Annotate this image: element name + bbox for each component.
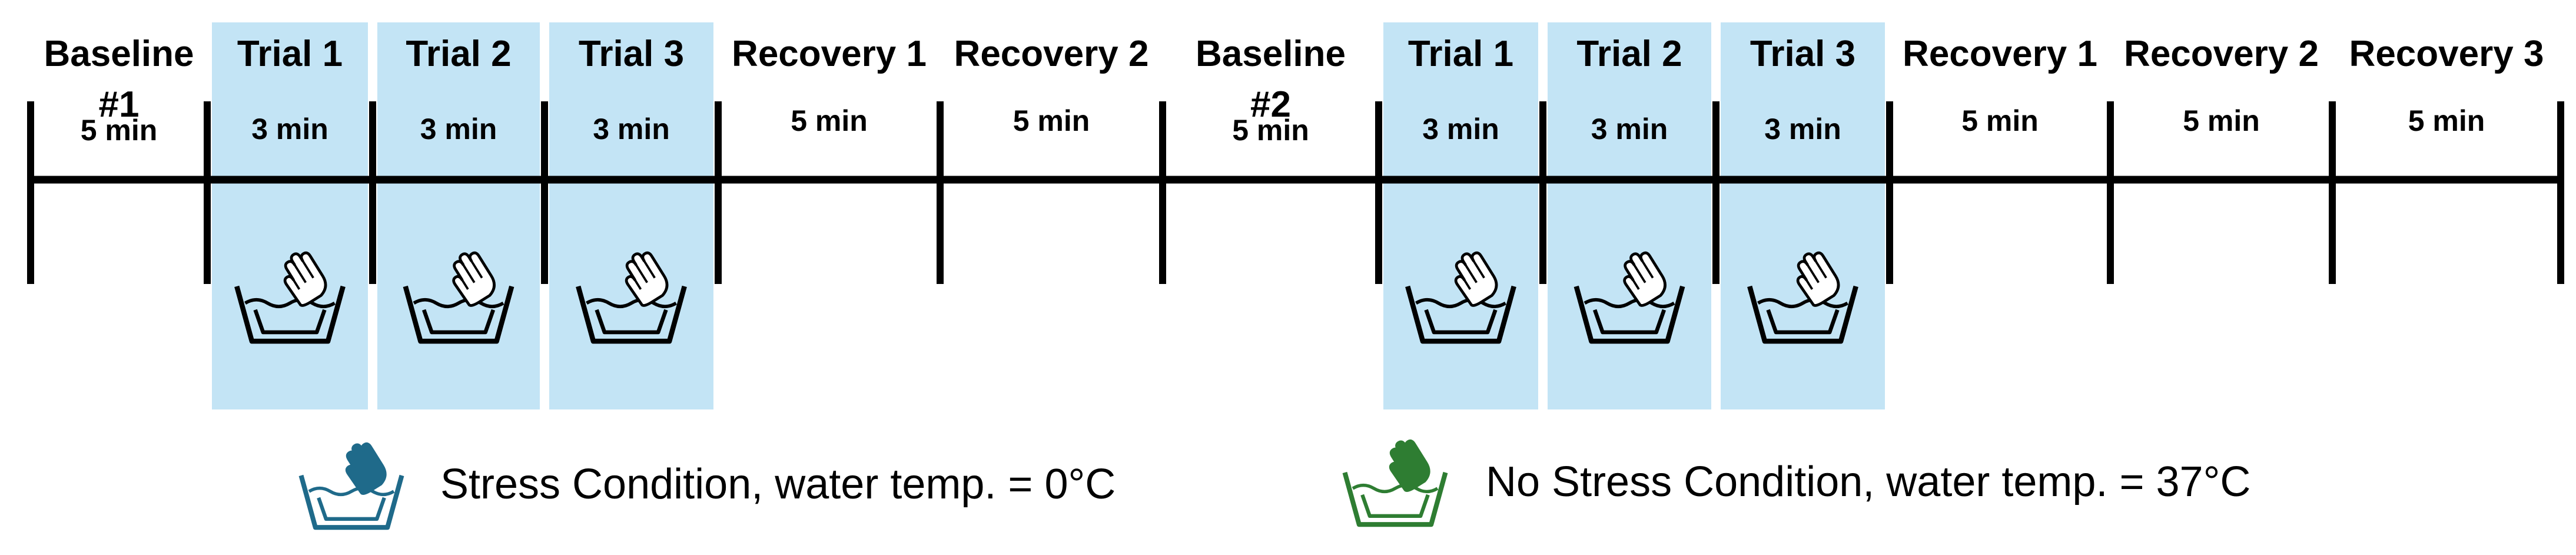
stage-duration: 3 min [1422,113,1499,146]
stage-label: Recovery 3 [2349,34,2544,74]
legend-no-stress-item: No Stress Condition, water temp. = 37°C [1342,439,2250,527]
hand-in-water-basin-icon [403,251,514,344]
stage-duration: 3 min [1764,113,1841,146]
stage-duration: 5 min [1232,114,1309,147]
trial-shading-box [1383,22,1538,409]
hand-in-water-basin-icon [1574,251,1685,344]
stage-label: Baseline [1196,34,1346,74]
hand-in-water-basin-icon [1405,251,1516,344]
stage-duration: 5 min [791,104,868,137]
stage-label: Trial 2 [1576,34,1682,74]
trial-shading-box [1548,22,1711,409]
stage-label: Recovery 2 [954,34,1149,74]
hand-in-water-basin-icon [576,251,687,344]
stage-duration: 3 min [420,113,497,146]
trial-shading-box [377,22,540,409]
stage-duration: 5 min [2183,104,2260,137]
stage-label: Recovery 2 [2124,34,2319,74]
trial-shading-box [212,22,368,409]
stage-duration: 5 min [1013,104,1090,137]
stage-label: Trial 2 [406,34,511,74]
stage-label: Trial 1 [1408,34,1513,74]
stage-duration: 3 min [251,113,328,146]
legend: Stress Condition, water temp. = 0°C No S… [298,439,2250,530]
stage-label: Recovery 1 [732,34,927,74]
stage-label: Trial 3 [579,34,684,74]
stage-duration: 5 min [81,114,158,147]
hand-in-water-basin-icon [1747,251,1858,344]
stage-duration: 3 min [593,113,670,146]
stage-label: Recovery 1 [1903,34,2097,74]
stage-label: Trial 1 [237,34,343,74]
trial-shading-box [549,22,713,409]
hand-in-water-basin-icon [1342,439,1448,527]
hand-in-water-basin-icon [234,251,346,344]
stage-duration: 5 min [1961,104,2039,137]
legend-stress-item: Stress Condition, water temp. = 0°C [298,442,1116,530]
legend-stress-label: Stress Condition, water temp. = 0°C [440,461,1116,508]
stage-sublabel: #1 [99,84,140,125]
stage-label: Baseline [44,34,194,74]
stage-sublabel: #2 [1250,84,1291,125]
hand-in-water-basin-icon [298,442,404,530]
trial-shading-box [1721,22,1885,409]
stage-duration: 5 min [2408,104,2485,137]
stage-label: Trial 3 [1750,34,1855,74]
legend-no-stress-label: No Stress Condition, water temp. = 37°C [1486,458,2250,506]
stage-duration: 3 min [1591,113,1668,146]
